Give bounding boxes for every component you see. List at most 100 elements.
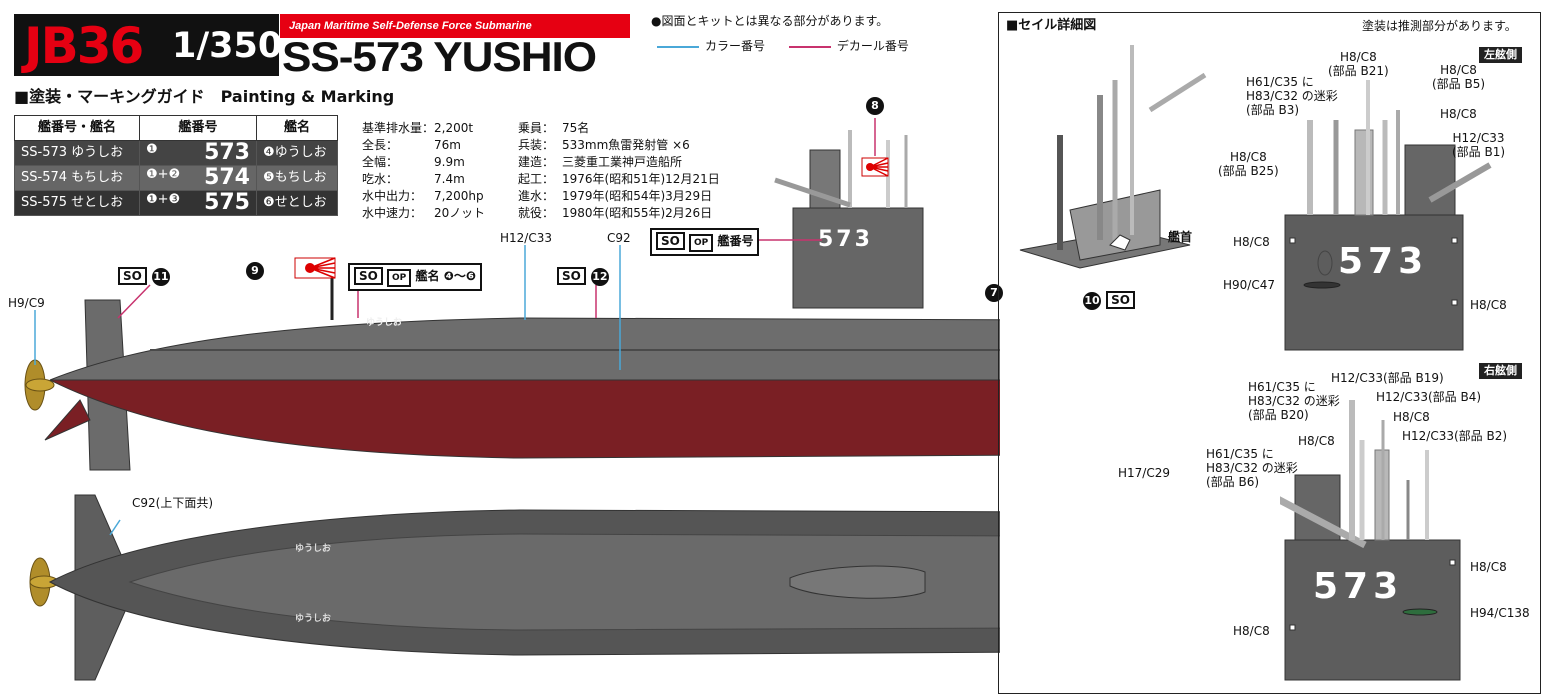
spec-key: 水中速力： xyxy=(362,206,423,220)
stbd-label-b19: H12/C33(部品 B19) xyxy=(1331,371,1444,385)
table-row: SS-575 せとしお ❶+❸ 575 ❻せとしお xyxy=(14,190,338,216)
spec-value: 76m xyxy=(434,138,461,152)
spec-key: 全幅： xyxy=(362,155,399,169)
marker-10: 10 xyxy=(1083,292,1101,310)
spec-key: 就役： xyxy=(518,206,555,220)
hull-lower xyxy=(49,379,1000,459)
port-label-h8b: H8/C8 xyxy=(1233,235,1270,249)
decal-line-swatch xyxy=(788,45,831,48)
decal-ref: ❶+❷ xyxy=(146,167,181,182)
stbd-label-h8c: H8/C8 xyxy=(1470,560,1507,574)
ship-name-cell: SS-574 もちしお xyxy=(14,165,140,191)
legend: カラー番号 デカール番号 xyxy=(651,37,909,55)
spec-key: 全長： xyxy=(362,138,399,152)
so-badge: SO xyxy=(1106,291,1135,309)
kit-code: JB36 xyxy=(24,17,144,75)
callout-h17c29: H17/C29 xyxy=(1118,466,1170,480)
hull-number-tag: SO OP 艦番号 xyxy=(650,228,760,256)
spec-value: 7,200hp xyxy=(434,189,484,203)
spec-key: 水中出力： xyxy=(362,189,423,203)
stern-plane xyxy=(44,399,91,441)
hull-number: 574 xyxy=(204,165,250,190)
sail xyxy=(792,207,924,309)
so-badge: SO xyxy=(118,267,147,285)
spec-value: 三菱重工業神戸造船所 xyxy=(562,155,683,169)
so-badge: SO xyxy=(354,267,383,285)
marker-9: 9 xyxy=(246,262,264,280)
port-label-b3: H61/C35 に H83/C32 の迷彩 (部品 B3) xyxy=(1246,75,1338,117)
deck-top xyxy=(128,533,1000,631)
table-row: SS-574 もちしお ❶+❷ 574 ❺もちしお xyxy=(14,165,338,191)
hull-number-label: 艦番号 xyxy=(717,234,754,248)
propeller-icon xyxy=(24,359,55,411)
port-sail-drawing xyxy=(1284,80,1492,351)
stbd-label-h8b: H8/C8 xyxy=(1298,434,1335,448)
port-label-h90: H90/C47 xyxy=(1223,278,1275,292)
spec-value: 533mm魚雷発射管 ×6 xyxy=(562,138,690,152)
specs-left: 基準排水量：2,200t 全長：76m 全幅：9.9m 吃水：7.4m 水中出力… xyxy=(362,120,485,222)
spec-value: 9.9m xyxy=(434,155,465,169)
differences-note: ●図面とキットとは異なる部分があります。 xyxy=(651,14,889,28)
title-block xyxy=(14,14,279,76)
starboard-side-tag: 右舷側 xyxy=(1479,363,1522,379)
rising-sun-flag-icon xyxy=(294,257,336,279)
section-title: ■塗装・マーキングガイド Painting & Marking xyxy=(14,87,395,106)
marker-10-group: 10 SO xyxy=(1083,289,1135,310)
so-badge: SO xyxy=(656,232,685,250)
table-header: 艦名 xyxy=(256,115,338,141)
side-view-drawing xyxy=(24,118,1000,471)
color-callout-line xyxy=(109,519,121,536)
spec-value: 2,200t xyxy=(434,121,474,135)
top-view-drawing xyxy=(29,494,1000,681)
spec-value: 7.4m xyxy=(434,172,465,186)
specs-right: 乗員：75名 兵装：533mm魚雷発射管 ×6 建造：三菱重工業神戸造船所 起工… xyxy=(518,120,720,222)
table-header: 艦番号 xyxy=(139,115,257,141)
hull-number: 575 xyxy=(204,190,250,215)
table-row: SS-573 ゆうしお ❶ 573 ❹ゆうしお xyxy=(14,140,338,166)
starboard-sail-drawing xyxy=(1280,400,1461,681)
hull-number: 573 xyxy=(204,140,250,165)
stbd-label-h8a: H8/C8 xyxy=(1393,410,1430,424)
color-line-swatch xyxy=(657,45,699,48)
spec-key: 建造： xyxy=(518,155,555,169)
callout-c92-top: C92(上下面共) xyxy=(132,496,214,510)
port-label-h8c: H8/C8 xyxy=(1470,298,1507,312)
spec-value: 1980年(昭和55年)2月26日 xyxy=(562,206,713,220)
op-badge: OP xyxy=(387,269,412,287)
marker-8: 8 xyxy=(866,97,884,115)
spec-key: 進水： xyxy=(518,189,555,203)
marker-12: 12 xyxy=(590,268,609,286)
port-sail-number: 573 xyxy=(1338,241,1429,282)
port-label-h8a: H8/C8 xyxy=(1440,107,1477,121)
bottom-kana-decal: ゆうしお xyxy=(295,614,332,624)
stbd-label-h94: H94/C138 xyxy=(1470,606,1530,620)
decal-ref: ❶ xyxy=(146,142,158,157)
name-decal: ❺もちしお xyxy=(256,165,338,191)
callout-c92: C92 xyxy=(607,231,631,245)
bow-arrow-icon xyxy=(1109,234,1131,251)
ship-name-label: 艦名 xyxy=(415,269,440,283)
color-number-label: カラー番号 xyxy=(705,39,766,53)
sail-detail-note: 塗装は推測部分があります。 xyxy=(1362,19,1517,33)
starboard-sail-number: 573 xyxy=(1313,566,1404,607)
stbd-label-b4: H12/C33(部品 B4) xyxy=(1376,390,1482,404)
sail-detail-title: ■セイル詳細図 xyxy=(1006,18,1097,33)
sail-detail-panel xyxy=(998,12,1541,694)
spec-value: 75名 xyxy=(562,121,590,135)
so-badge: SO xyxy=(557,267,586,285)
stbd-label-b20: H61/C35 に H83/C32 の迷彩 (部品 B20) xyxy=(1248,380,1340,422)
spec-key: 乗員： xyxy=(518,121,555,135)
rising-sun-flag-icon xyxy=(861,157,889,177)
decal-number-label: デカール番号 xyxy=(836,39,909,53)
marker-12-group: SO 12 xyxy=(557,265,609,286)
ship-name-tag: SO OP 艦名 ❹〜❻ xyxy=(348,263,482,291)
kit-scale: 1/350 xyxy=(172,26,283,66)
name-decal: ❹ゆうしお xyxy=(256,140,338,166)
name-decal: ❻せとしお xyxy=(256,190,338,216)
decal-ref: ❶+❸ xyxy=(146,192,181,207)
spec-key: 兵装： xyxy=(518,138,555,152)
subtitle-band xyxy=(280,14,630,38)
snorkel xyxy=(774,177,851,208)
spec-value: 1976年(昭和51年)12月21日 xyxy=(562,172,720,186)
port-label-b25: H8/C8 (部品 B25) xyxy=(1218,150,1279,178)
